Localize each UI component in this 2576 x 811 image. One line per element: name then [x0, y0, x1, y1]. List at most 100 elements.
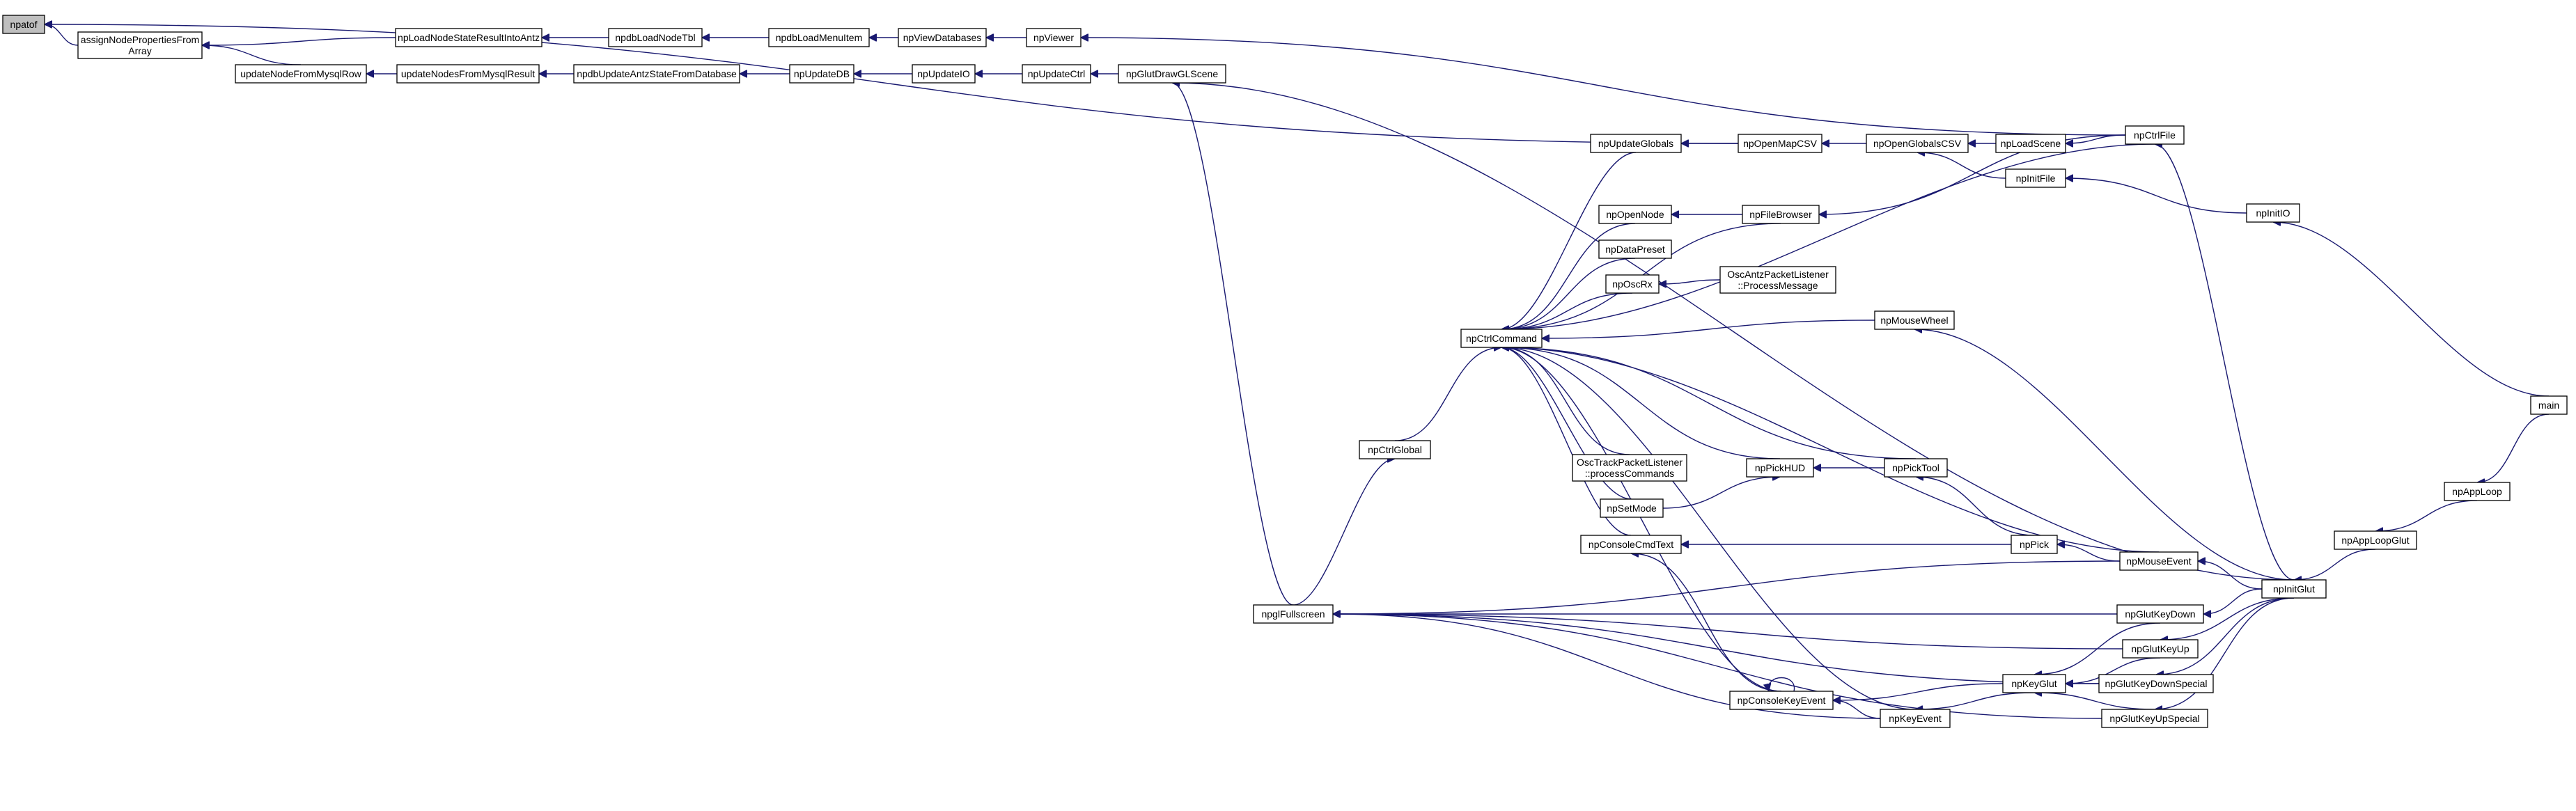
node-box[interactable] [1738, 134, 1822, 153]
node-box[interactable] [1995, 134, 2066, 153]
node-osc-track-packet-listener-process-commands[interactable]: OscTrackPacketListener::processCommands [1572, 454, 1687, 482]
node-box[interactable] [2334, 530, 2417, 550]
node-npdb-update-antz-state-from-database[interactable]: npdbUpdateAntzStateFromDatabase [573, 64, 740, 84]
node-np-app-loop[interactable]: npAppLoop [2444, 482, 2511, 501]
node-np-glut-key-down-special[interactable]: npGlutKeyDownSpecial [2098, 674, 2214, 693]
node-np-pick[interactable]: npPick [2011, 535, 2058, 554]
node-box[interactable] [1884, 458, 1948, 478]
node-box[interactable] [1026, 28, 1082, 47]
node-np-init-glut[interactable]: npInitGlut [2261, 579, 2327, 599]
node-box[interactable] [912, 64, 976, 84]
node-box[interactable] [789, 64, 854, 84]
node-np-update-globals[interactable]: npUpdateGlobals [1590, 134, 1682, 153]
node-npdb-load-node-tbl[interactable]: npdbLoadNodeTbl [608, 28, 703, 47]
node-label: npglFullscreen [1261, 608, 1325, 620]
node-box[interactable] [2530, 395, 2568, 415]
node-np-update-db[interactable]: npUpdateDB [789, 64, 854, 84]
node-np-pick-tool[interactable]: npPickTool [1884, 458, 1948, 478]
node-np-ctrl-global[interactable]: npCtrlGlobal [1359, 440, 1431, 459]
node-box[interactable] [2098, 674, 2214, 693]
node-np-load-scene[interactable]: npLoadScene [1995, 134, 2066, 153]
node-box[interactable] [1359, 440, 1431, 459]
node-box[interactable] [1253, 604, 1334, 624]
node-main[interactable]: main [2530, 395, 2568, 415]
node-np-ctrl-file[interactable]: npCtrlFile [2125, 125, 2185, 145]
node-box[interactable] [1742, 205, 1820, 224]
node-np-console-cmd-text[interactable]: npConsoleCmdText [1580, 535, 1682, 554]
node-box[interactable] [1600, 498, 1664, 518]
node-box[interactable] [2101, 709, 2208, 728]
node-np-update-io[interactable]: npUpdateIO [912, 64, 976, 84]
node-box[interactable] [1598, 205, 1672, 224]
node-np-open-globals-csv[interactable]: npOpenGlobalsCSV [1866, 134, 1969, 153]
node-np-init-file[interactable]: npInitFile [2005, 168, 2066, 188]
node-box[interactable] [2002, 674, 2066, 693]
node-box[interactable] [1572, 454, 1687, 482]
node-box[interactable] [1580, 535, 1682, 554]
node-np-data-preset[interactable]: npDataPreset [1598, 239, 1672, 259]
node-npdb-load-menu-item[interactable]: npdbLoadMenuItem [768, 28, 870, 47]
edge-np-data-preset-to-np-ctrl-command [1501, 258, 1636, 329]
node-np-open-map-csv[interactable]: npOpenMapCSV [1738, 134, 1822, 153]
node-np-mouse-event[interactable]: npMouseEvent [2119, 551, 2199, 571]
node-box[interactable] [2261, 579, 2327, 599]
node-box[interactable] [2246, 203, 2300, 223]
node-label: npOpenNode [1606, 209, 1664, 220]
node-box[interactable] [1866, 134, 1969, 153]
node-box[interactable] [1598, 239, 1672, 259]
node-box[interactable] [1590, 134, 1682, 153]
node-np-console-key-event[interactable]: npConsoleKeyEvent [1729, 691, 1834, 710]
node-np-key-glut[interactable]: npKeyGlut [2002, 674, 2066, 693]
node-box[interactable] [235, 64, 367, 84]
node-box[interactable] [395, 28, 542, 47]
node-box[interactable] [2, 15, 45, 34]
node-box[interactable] [573, 64, 740, 84]
node-np-mouse-wheel[interactable]: npMouseWheel [1874, 310, 1955, 330]
node-update-nodes-from-mysql-result[interactable]: updateNodesFromMysqlResult [396, 64, 540, 84]
node-np-viewer[interactable]: npViewer [1026, 28, 1082, 47]
node-osc-antz-packet-listener-process-message[interactable]: OscAntzPacketListener::ProcessMessage [1719, 266, 1836, 294]
node-np-glut-key-up-special[interactable]: npGlutKeyUpSpecial [2101, 709, 2208, 728]
node-np-load-node-state-result-into-antz[interactable]: npLoadNodeStateResultIntoAntz [395, 28, 542, 47]
node-box[interactable] [1729, 691, 1834, 710]
node-np-open-node[interactable]: npOpenNode [1598, 205, 1672, 224]
node-box[interactable] [2011, 535, 2058, 554]
node-box[interactable] [1874, 310, 1955, 330]
node-box[interactable] [1880, 709, 1951, 728]
node-np-glut-draw-glscene[interactable]: npGlutDrawGLScene [1118, 64, 1226, 84]
node-box[interactable] [2122, 639, 2199, 659]
node-box[interactable] [2125, 125, 2185, 145]
node-box[interactable] [1460, 329, 1543, 348]
node-box[interactable] [77, 31, 203, 59]
node-box[interactable] [608, 28, 703, 47]
node-box[interactable] [1118, 64, 1226, 84]
node-box[interactable] [2005, 168, 2066, 188]
node-box[interactable] [396, 64, 540, 84]
node-npgl-fullscreen[interactable]: npglFullscreen [1253, 604, 1334, 624]
edge-np-load-node-state-result-into-antz-to-assign-node-properties-from-array [202, 37, 396, 45]
node-np-file-browser[interactable]: npFileBrowser [1742, 205, 1820, 224]
node-box[interactable] [1605, 274, 1660, 294]
node-np-osc-rx[interactable]: npOscRx [1605, 274, 1660, 294]
node-box[interactable] [898, 28, 987, 47]
node-np-set-mode[interactable]: npSetMode [1600, 498, 1664, 518]
node-np-view-databases[interactable]: npViewDatabases [898, 28, 987, 47]
node-np-glut-key-up[interactable]: npGlutKeyUp [2122, 639, 2199, 659]
node-box[interactable] [1022, 64, 1091, 84]
node-box[interactable] [1746, 458, 1814, 478]
node-np-key-event[interactable]: npKeyEvent [1880, 709, 1951, 728]
node-np-update-ctrl[interactable]: npUpdateCtrl [1022, 64, 1091, 84]
node-box[interactable] [2444, 482, 2511, 501]
node-np-init-io[interactable]: npInitIO [2246, 203, 2300, 223]
node-npatof[interactable]: npatof [2, 15, 45, 34]
node-update-node-from-mysql-row[interactable]: updateNodeFromMysqlRow [235, 64, 367, 84]
node-box[interactable] [1719, 266, 1836, 294]
node-np-pick-hud[interactable]: npPickHUD [1746, 458, 1814, 478]
node-box[interactable] [2119, 551, 2199, 571]
node-box[interactable] [768, 28, 870, 47]
node-np-ctrl-command[interactable]: npCtrlCommand [1460, 329, 1543, 348]
node-np-glut-key-down[interactable]: npGlutKeyDown [2116, 604, 2204, 624]
node-box[interactable] [2116, 604, 2204, 624]
node-np-app-loop-glut[interactable]: npAppLoopGlut [2334, 530, 2417, 550]
